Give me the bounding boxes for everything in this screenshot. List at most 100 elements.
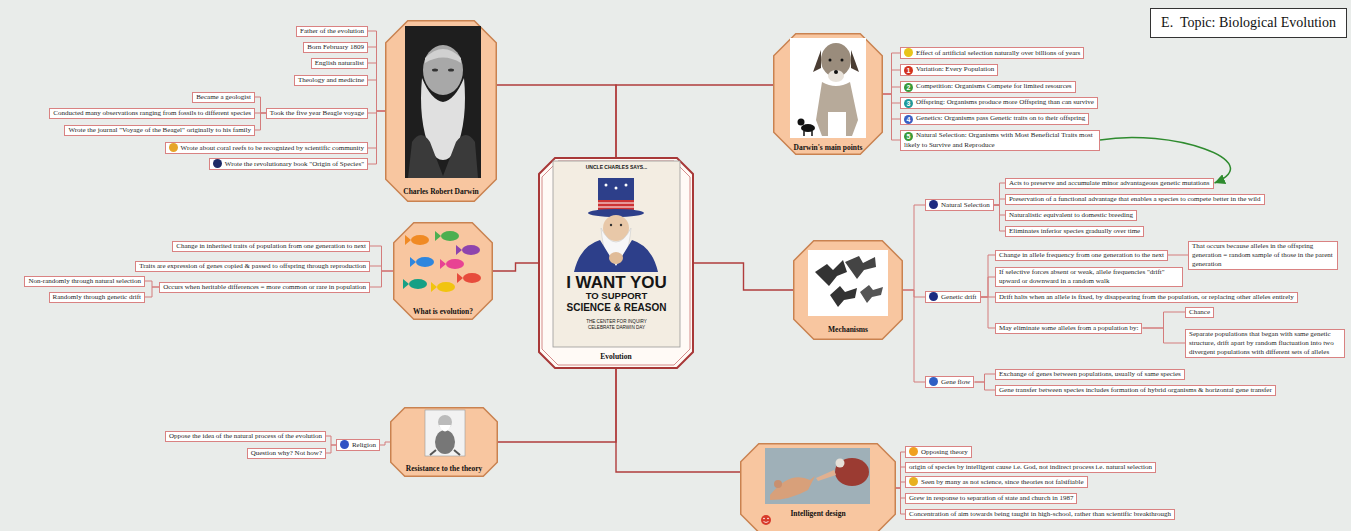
leaf-text: Wrote the journal "Voyage of the Beagel"…	[68, 126, 251, 134]
uncle-charles-poster	[553, 161, 680, 347]
topic-leaf: Traits are expression of genes copied & …	[135, 261, 370, 272]
poster-text: TO SUPPORT	[553, 291, 680, 301]
illustration-part	[598, 203, 634, 207]
topic-leaf: Occurs when heritable differences = more…	[159, 282, 370, 293]
connector-line	[896, 467, 905, 488]
icon-number: 5	[907, 133, 911, 140]
leaf-text: Naturalistic equivalent to domestic bree…	[1009, 211, 1133, 219]
illustration-part	[808, 250, 888, 316]
leaf-text: Natural Selection	[941, 201, 990, 209]
leaf-text: Non-randomly through natural selection	[28, 277, 141, 285]
illustration-part	[423, 45, 463, 95]
leaf-text: Traits are expression of genes copied & …	[139, 262, 366, 270]
illustration-part	[553, 161, 680, 347]
illustration-part	[448, 69, 454, 72]
illustration-part	[441, 231, 459, 241]
topic-leaf: 1Variation: Every Population	[900, 64, 998, 76]
illustration-part	[425, 49, 461, 63]
illustration-part	[437, 282, 455, 292]
leaf-text: origin of species by intelligent cause i…	[909, 463, 1152, 471]
leaf-text: Exchange of genes between populations, u…	[999, 370, 1181, 378]
connector-line	[370, 266, 393, 271]
topic-octagon: Resistance to the theory	[390, 407, 498, 477]
illustration-part	[435, 430, 455, 454]
illustration-part	[620, 224, 622, 226]
octagon-shape	[542, 161, 690, 365]
connector-line	[981, 255, 996, 297]
topic-leaf: Natural Selection	[925, 199, 994, 211]
topic-leaf: Eliminates inferior species gradually ov…	[1005, 226, 1144, 237]
topic-leaf: Gene transfer between species includes f…	[995, 385, 1276, 396]
icon-badge: 1	[904, 66, 913, 75]
illustration-part	[421, 78, 465, 160]
topic-leaf: Religion	[336, 439, 380, 451]
poster-text: SCIENCE & REASON	[553, 302, 680, 313]
connector-line	[616, 369, 740, 472]
leaf-text: If selective forces absent or weak, alle…	[999, 268, 1165, 285]
leaf-text: English naturalist	[315, 59, 364, 67]
icon-badge	[909, 477, 918, 486]
topic-leaf: 4Genetics: Organisms pass Genetic traits…	[900, 113, 1089, 125]
illustration-part	[801, 124, 815, 132]
topic-leaf: Genetic drift	[925, 291, 981, 303]
topic-leaf: Question why? Not how?	[247, 448, 326, 459]
connector-line	[368, 80, 385, 111]
octagon-outline	[385, 20, 497, 202]
illustration-part	[408, 135, 478, 178]
connector-line	[903, 290, 925, 382]
flying-reptiles-picture	[808, 250, 888, 316]
illustration-part	[830, 286, 857, 307]
leaf-text: Seen by many as not science, since theor…	[921, 478, 1084, 486]
topic-leaf: If selective forces absent or weak, alle…	[995, 267, 1183, 287]
topic-leaf: Non-randomly through natural selection	[24, 276, 145, 287]
topic-leaf: Concentration of aim towards being taugh…	[905, 509, 1175, 520]
leaf-text: Gene transfer between species includes f…	[999, 386, 1272, 394]
topic-leaf: 3Offspring: Organisms produce more Offsp…	[900, 97, 1098, 109]
illustration-part	[432, 69, 438, 72]
topic-leaf: Change in allele frequency from one gene…	[995, 250, 1168, 261]
octagon-shape	[794, 241, 903, 340]
illustration-part	[765, 448, 870, 504]
topic-leaf: That occurs because alleles in the offsp…	[1188, 241, 1338, 270]
topic-leaf: Wrote the revolutionary book "Origin of …	[209, 158, 368, 170]
illustration-part	[588, 209, 644, 217]
leaf-text: Theology and medicine	[298, 76, 364, 84]
topic-leaf: Change in inherited traits of population…	[172, 241, 370, 252]
illustration-part	[463, 273, 481, 283]
leaf-text: Eliminates inferior species gradually ov…	[1009, 227, 1140, 235]
topic-leaf: 2Competition: Organisms Compete for limi…	[900, 81, 1076, 93]
connector-line	[498, 369, 616, 442]
connector-line	[994, 205, 1005, 231]
icon-badge	[929, 377, 938, 386]
leaf-text: Preservation of a functional advantage t…	[1009, 195, 1261, 203]
illustration-part	[841, 59, 844, 62]
leaf-text: Randomly through genetic drift	[53, 293, 141, 301]
illustration-part	[409, 279, 427, 289]
illustration-part	[816, 470, 836, 481]
illustration-part	[456, 245, 462, 255]
topic-leaf: Wrote the journal "Voyage of the Beagel"…	[64, 125, 255, 136]
illustration-part	[425, 410, 465, 456]
topic-label: Mechanisms	[828, 325, 868, 334]
topic-leaf: Exchange of genes between populations, u…	[995, 369, 1185, 380]
illustration-part	[457, 273, 463, 283]
leaf-text: Variation: Every Population	[916, 65, 994, 73]
illustration-part	[462, 245, 480, 255]
topic-leaf: Randomly through genetic drift	[49, 292, 145, 303]
icon-badge	[340, 440, 349, 449]
icon-badge	[904, 48, 913, 57]
octagon-shape	[774, 34, 883, 155]
topic-leaf: origin of species by intelligent cause i…	[905, 462, 1156, 473]
topic-label: Resistance to the theory	[406, 464, 482, 473]
topic-leaf: Grew in response to separation of state …	[905, 493, 1077, 504]
connector-line	[370, 246, 393, 271]
illustration-part	[405, 235, 411, 245]
leaf-text: Conducted many observations ranging from…	[53, 109, 251, 117]
topic-leaf: Seen by many as not science, since theor…	[905, 476, 1088, 488]
leaf-text: Occurs when heritable differences = more…	[163, 283, 366, 291]
leaf-text: Wrote about coral reefs to be recognized…	[181, 144, 364, 152]
leaf-text: Became a geologist	[196, 93, 251, 101]
illustration-part	[860, 285, 883, 303]
